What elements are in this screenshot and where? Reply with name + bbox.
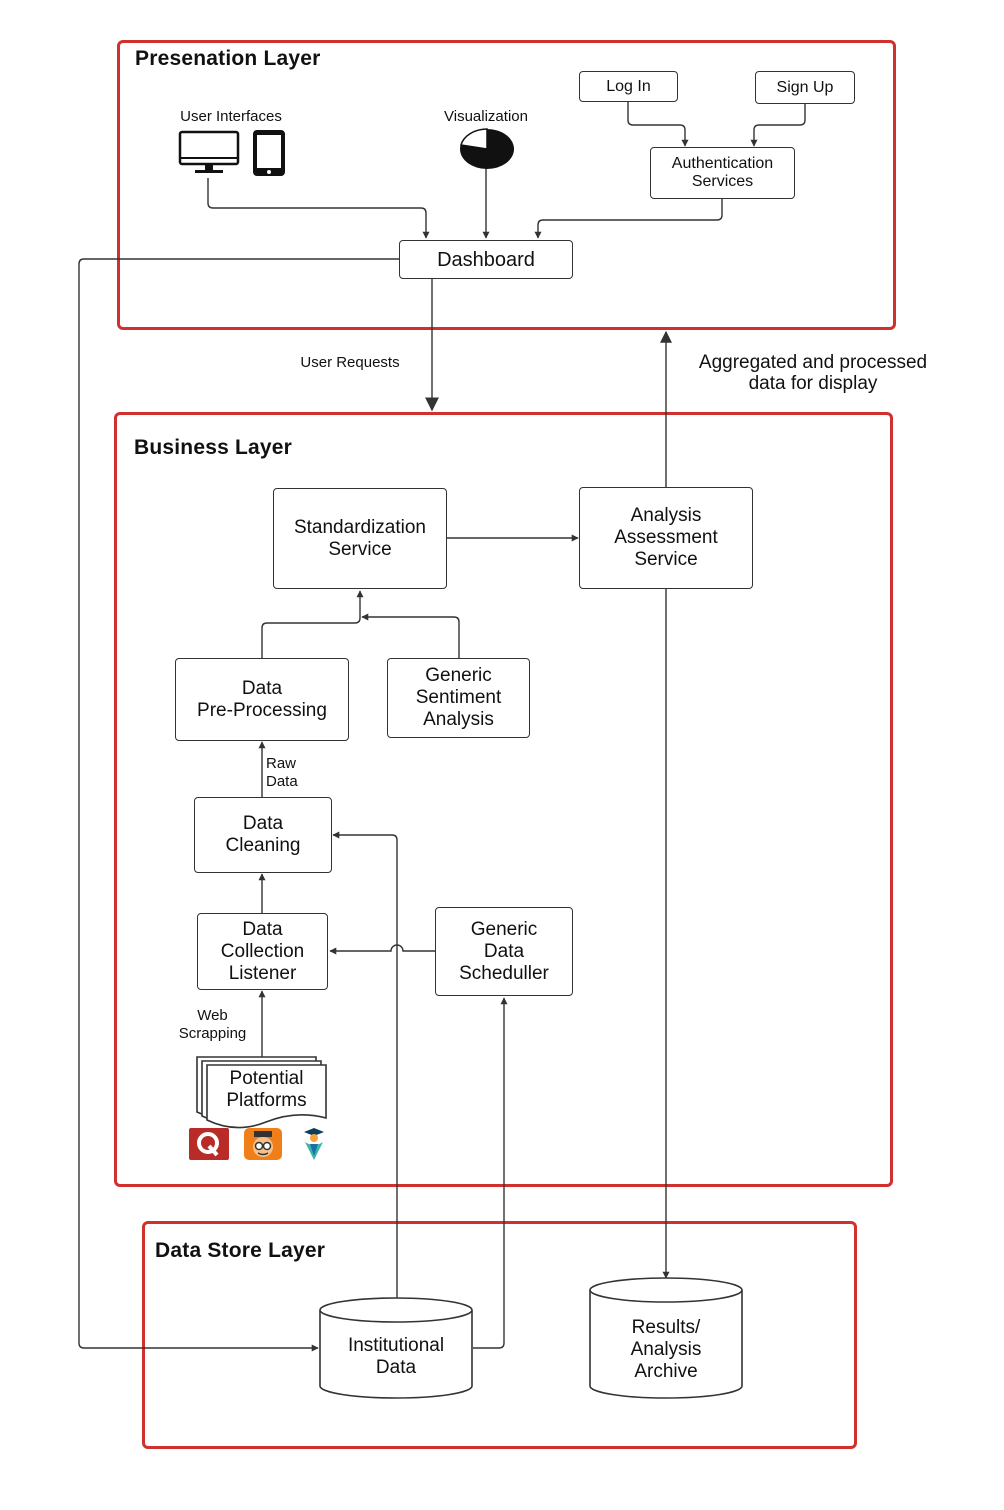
raw-data-label: Raw Data [266, 755, 298, 790]
institutional-to-cleaning-arrow [332, 831, 398, 1300]
data-store-layer [142, 1221, 857, 1449]
presentation-layer [117, 40, 896, 330]
smartphone-icon [251, 128, 287, 178]
generic-sentiment-analysis-box: Generic Sentiment Analysis [387, 658, 530, 738]
archive-text: Results/ Analysis Archive [630, 1317, 702, 1382]
business-layer-title: Business Layer [134, 436, 293, 459]
data-cleaning-box: Data Cleaning [194, 797, 332, 873]
scheduler-to-collection-arrow [329, 944, 435, 955]
dashboard-box: Dashboard [399, 240, 573, 279]
owl-mascot-icon [244, 1128, 282, 1160]
potential-platforms-stack [196, 1056, 327, 1129]
signup-button[interactable]: Sign Up [755, 71, 855, 104]
login-button[interactable]: Log In [579, 71, 678, 102]
institutional-data-text: Institutional Data [347, 1335, 445, 1378]
institutional-data-cylinder [319, 1297, 473, 1399]
dashboard-to-institutional-arrow [78, 258, 399, 1352]
potential-platforms-text: Potential Platforms [226, 1068, 307, 1111]
web-scrapping-label: Web Scrapping [178, 1007, 247, 1042]
archive-cylinder [589, 1277, 743, 1399]
data-preprocessing-box: Data Pre-Processing [175, 658, 349, 741]
visualization-label: Visualization [444, 108, 528, 125]
ui-to-dashboard-arrow [207, 178, 430, 239]
quora-q-icon [189, 1128, 229, 1160]
data-store-layer-title: Data Store Layer [155, 1239, 326, 1262]
sentiment-to-standardization-arrow [361, 613, 460, 658]
signup-to-auth-arrow [750, 104, 806, 147]
generic-data-scheduler-box: Generic Data Scheduller [435, 907, 573, 996]
presentation-layer-title: Presenation Layer [135, 47, 321, 70]
authentication-services-box: Authentication Services [650, 147, 795, 199]
preprocessing-to-standardization-arrow [261, 590, 364, 658]
data-collection-listener-box: Data Collection Listener [197, 913, 328, 990]
standardization-service-box: Standardization Service [273, 488, 447, 589]
aggregated-data-label: Aggregated and processed data for displa… [698, 352, 928, 394]
user-interfaces-label: User Interfaces [180, 108, 282, 125]
desktop-monitor-icon [178, 130, 240, 176]
analysis-assessment-service-box: Analysis Assessment Service [579, 487, 753, 589]
login-to-auth-arrow [627, 101, 689, 147]
pie-chart-icon [459, 128, 515, 170]
institutional-to-scheduler-arrow [473, 997, 508, 1349]
auth-to-dashboard-arrow [534, 199, 723, 239]
user-requests-label: User Requests [300, 354, 400, 371]
graduate-figure-icon [300, 1126, 328, 1162]
